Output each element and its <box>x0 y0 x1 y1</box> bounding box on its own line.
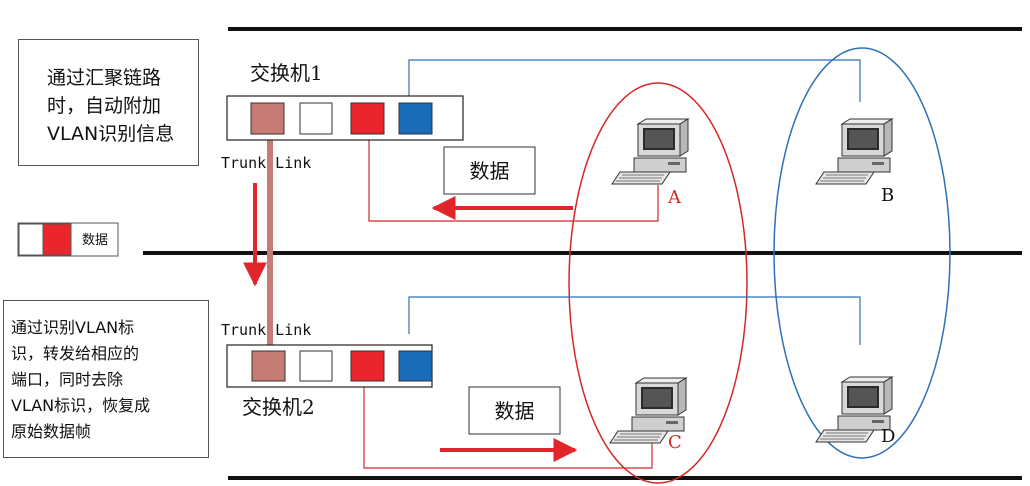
red-link-top <box>368 140 659 222</box>
switch-2-trunk-label: Trunk Link <box>221 321 311 339</box>
switch-1-label: 交换机1 <box>250 61 323 85</box>
data-box-bottom <box>468 386 561 435</box>
switch-1-blue-port <box>398 102 433 135</box>
computer-b-label: B <box>881 185 894 206</box>
computer-d-label: D <box>881 426 895 447</box>
blue-link-top <box>408 59 861 102</box>
data-box-bottom-label: 数据 <box>495 399 535 423</box>
switch-1-trunk-port <box>250 102 285 135</box>
legend-red-segment <box>42 223 72 256</box>
computer-c-label: C <box>668 432 682 453</box>
note-top-left: 通过汇聚链路 时，自动附加 VLAN识别信息 <box>18 39 199 166</box>
computer-a-icon <box>611 118 689 185</box>
blue-link-bottom <box>408 296 861 345</box>
switch-2-trunk-port <box>251 350 286 382</box>
legend-white-segment <box>18 223 44 256</box>
note-bottom-left: 通过识别VLAN标 识，转发给相应的 端口，同时去除 VLAN标识，恢复成 原始… <box>3 300 209 458</box>
switch-1-red-port <box>350 102 385 135</box>
switch-1-empty-port <box>299 102 333 135</box>
switch-2-label: 交换机2 <box>242 395 315 419</box>
computer-b-icon <box>815 118 893 185</box>
data-box-top <box>443 146 536 195</box>
switch-2-red-port <box>350 350 385 382</box>
legend-label: 数据 <box>82 233 108 248</box>
red-link-bottom <box>363 384 653 469</box>
switch-2-blue-port <box>398 350 433 382</box>
switch-1-trunk-label: Trunk Link <box>221 154 311 172</box>
switch-2-empty-port <box>299 350 333 382</box>
data-box-top-label: 数据 <box>470 159 510 183</box>
red-vlan-ellipse <box>568 82 748 484</box>
computer-a-label: A <box>667 187 682 208</box>
blue-vlan-ellipse <box>773 47 951 459</box>
